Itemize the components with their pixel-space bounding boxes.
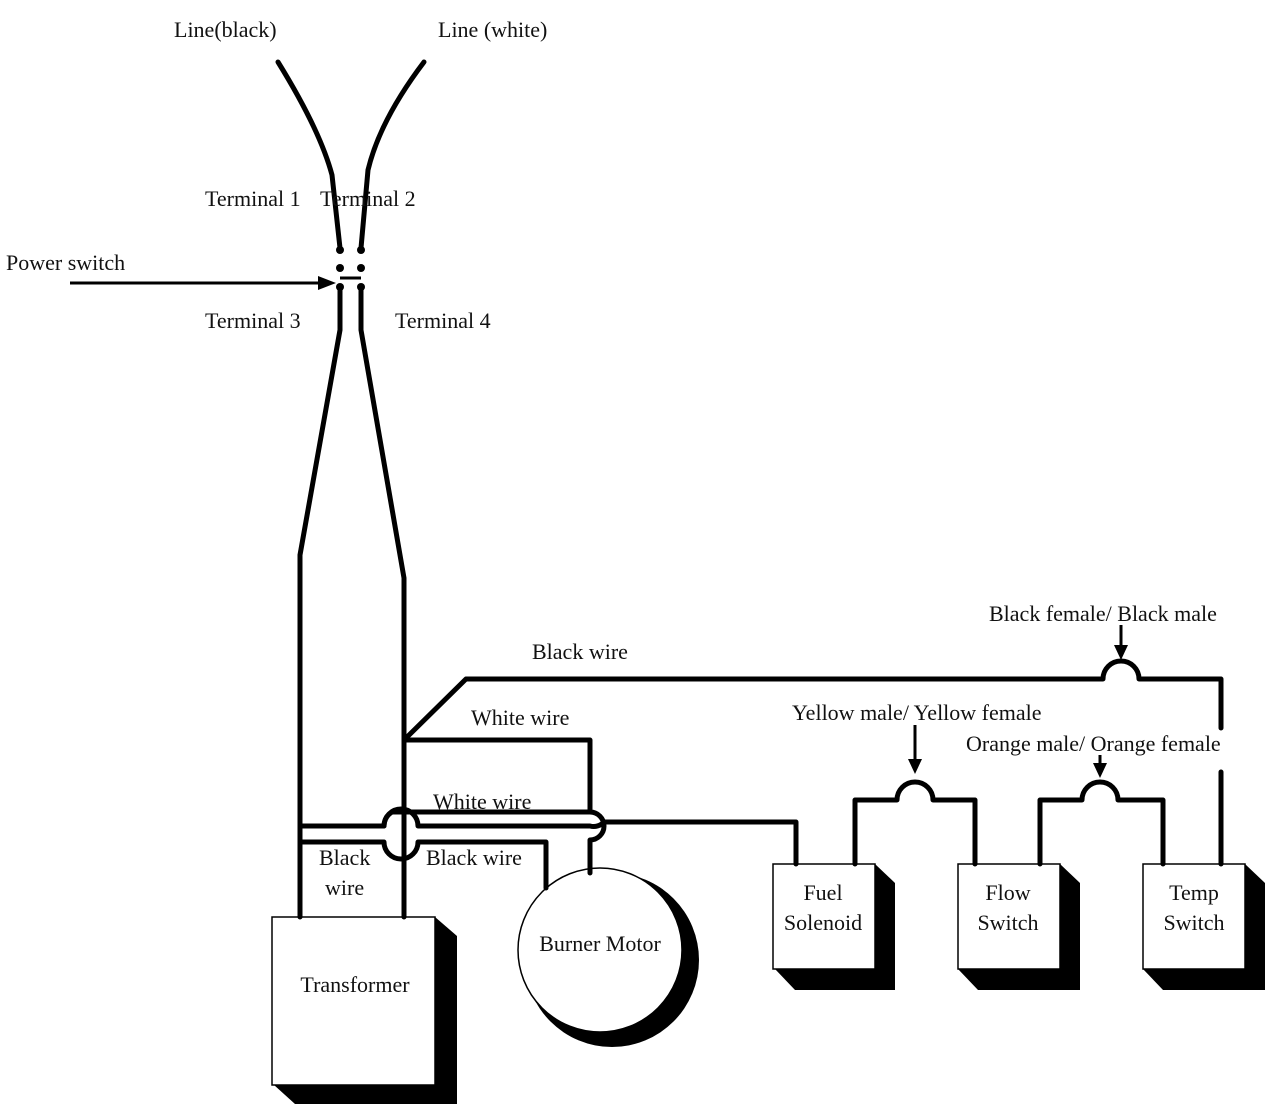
transformer-label: Transformer	[300, 972, 410, 997]
orange-male-female-label: Orange male/ Orange female	[966, 731, 1221, 756]
flow-switch-label-1: Flow	[985, 880, 1030, 905]
black-wire-to-temp	[401, 658, 1224, 743]
terminal-2-label: Terminal 2	[320, 186, 416, 211]
black-wire-lower	[297, 839, 549, 891]
black-wire-left-label-1: Black	[319, 845, 370, 870]
black-wire-left-label-2: wire	[325, 875, 364, 900]
power-switch-arrow	[70, 276, 336, 290]
fuel-solenoid-label-2: Solenoid	[784, 910, 862, 935]
burner-motor-label: Burner Motor	[539, 931, 661, 956]
line-black-label: Line(black)	[174, 17, 277, 42]
terminal-3-label: Terminal 3	[205, 308, 301, 333]
line-white-label: Line (white)	[438, 17, 547, 42]
terminal-4-label: Terminal 4	[395, 308, 491, 333]
transformer-box: Transformer	[271, 916, 457, 1104]
power-switch-label: Power switch	[6, 250, 125, 275]
power-switch	[336, 246, 365, 291]
temp-switch-label-2: Switch	[1163, 910, 1224, 935]
white-wire-lower-label: White wire	[433, 789, 531, 814]
flow-switch-label-2: Switch	[977, 910, 1038, 935]
black-connector-arrow	[1114, 625, 1128, 660]
line-white-wire	[358, 59, 427, 251]
orange-connector-wire	[1037, 779, 1166, 867]
orange-connector-arrow	[1093, 755, 1107, 778]
black-wire-top-label: Black wire	[532, 639, 628, 664]
yellow-connector-arrow	[908, 725, 922, 774]
fuel-solenoid-label-1: Fuel	[803, 880, 842, 905]
flow-switch-box: Flow Switch	[957, 863, 1080, 990]
fuel-solenoid-box: Fuel Solenoid	[772, 863, 895, 990]
terminal-1-label: Terminal 1	[205, 186, 301, 211]
white-wire-upper-label: White wire	[471, 705, 569, 730]
terminal-3-wire	[297, 287, 343, 920]
terminal-4-wire	[358, 287, 407, 920]
black-wire-mid-label: Black wire	[426, 845, 522, 870]
yellow-connector-wire	[852, 779, 978, 867]
black-female-male-label: Black female/ Black male	[989, 601, 1217, 626]
white-wire-jumper-top	[381, 809, 407, 829]
burner-motor: Burner Motor	[517, 867, 699, 1047]
temp-switch-box: Temp Switch	[1142, 863, 1265, 990]
line-black-wire	[275, 59, 343, 251]
temp-switch-label-1: Temp	[1169, 880, 1219, 905]
yellow-male-female-label: Yellow male/ Yellow female	[792, 700, 1042, 725]
